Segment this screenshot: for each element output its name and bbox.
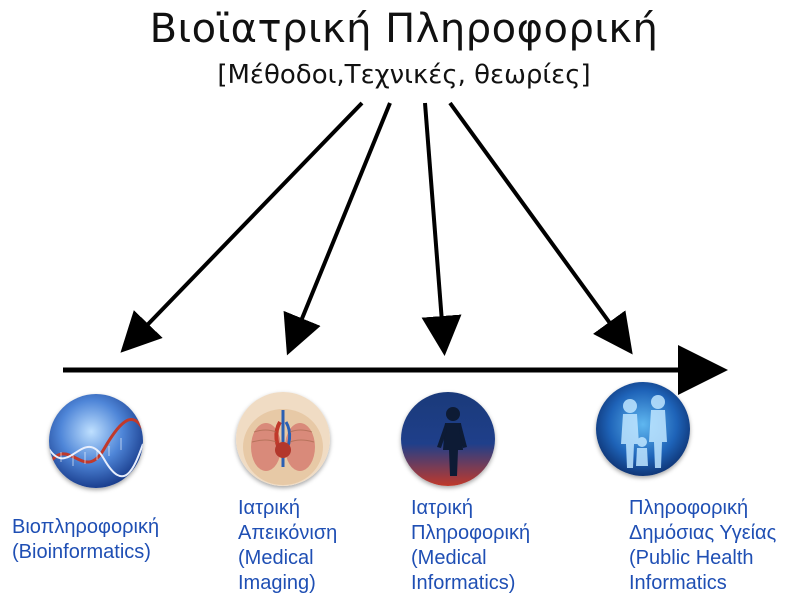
human-figure-icon [401,392,495,486]
arrow-to-public-health-informatics [450,103,628,348]
chest-anatomy-icon [236,392,330,486]
label-medical-informatics: Ιατρική Πληροφορική (Medical Informatics… [411,496,530,593]
family-figures-icon [596,382,690,476]
arrow-to-bioinformatics [126,103,362,347]
label-public-health-informatics: Πληροφορική Δημόσιας Υγείας (Public Heal… [629,496,776,593]
label-bioinformatics: Βιοπληροφορική (Bioinformatics) [12,515,159,565]
dna-helix-icon [49,394,143,488]
arrow-to-medical-imaging [290,103,390,348]
arrow-to-medical-informatics [425,103,444,348]
label-medical-imaging: Ιατρική Απεικόνιση (Medical Imaging) [238,496,337,593]
